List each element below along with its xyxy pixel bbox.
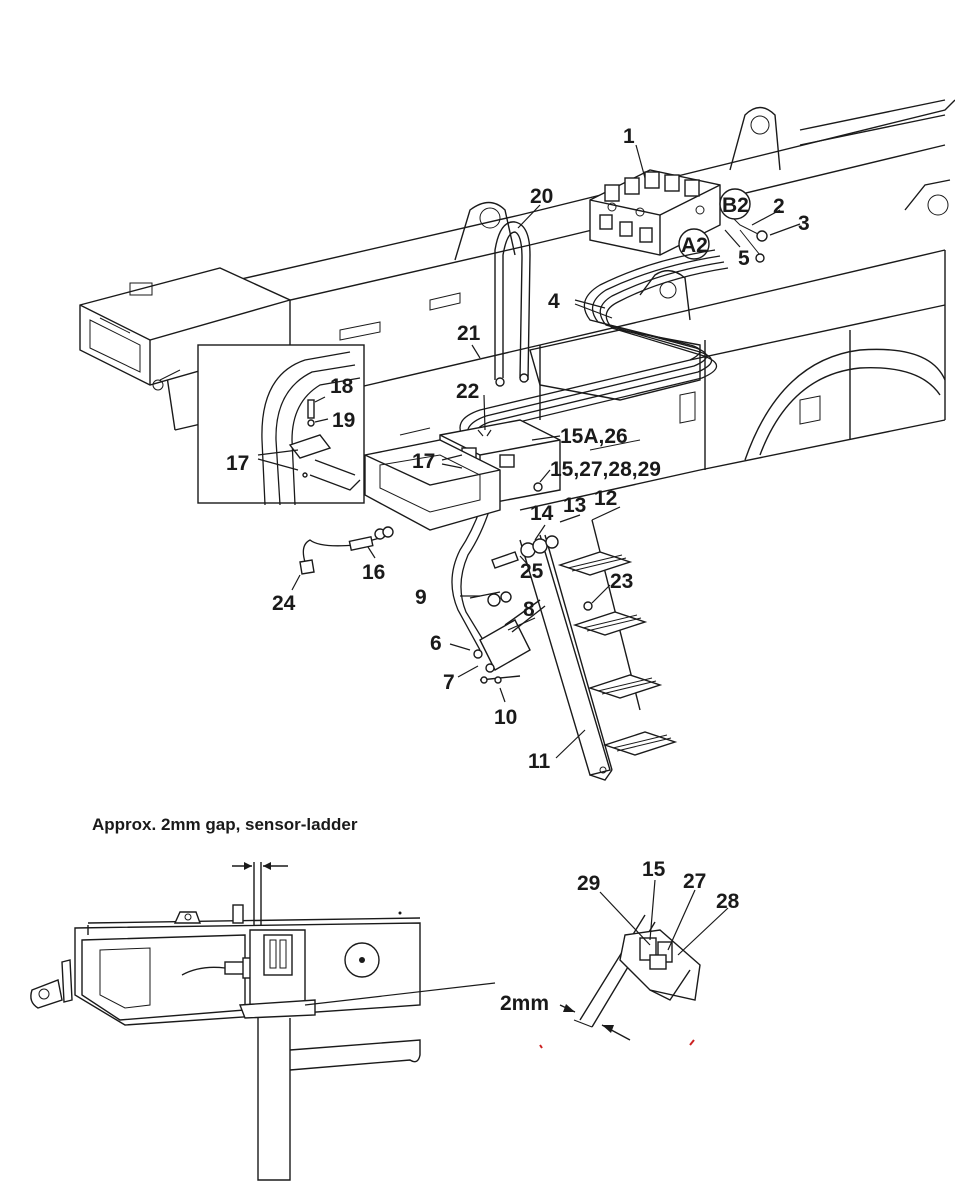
- callout-15-27-28-29: 15,27,28,29: [550, 458, 661, 481]
- detail-gap-label: 2mm: [500, 992, 549, 1015]
- callout-20: 20: [530, 185, 553, 208]
- callout-15a-26: 15A,26: [560, 425, 628, 448]
- callout-13: 13: [563, 494, 586, 517]
- detail-callout-29: 29: [577, 872, 600, 895]
- callout-10: 10: [494, 706, 517, 729]
- callout-7: 7: [443, 671, 455, 694]
- ladder-cylinder: [469, 591, 546, 684]
- callout-21: 21: [457, 322, 481, 345]
- detail-callout-27: 27: [683, 870, 706, 893]
- step-box: [364, 439, 501, 531]
- callout-22: 22: [456, 380, 479, 403]
- detail-caption: Approx. 2mm gap, sensor-ladder: [92, 815, 358, 834]
- callout-5: 5: [738, 247, 750, 270]
- gap-detail-side-view: [539, 879, 729, 1049]
- side-view-labels: 29 15 27 28 2mm: [500, 858, 740, 1015]
- callout-17-main: 17: [412, 450, 435, 473]
- callout-11: 11: [528, 750, 551, 773]
- inset-detail-box: [197, 344, 365, 506]
- callout-18: 18: [330, 375, 354, 398]
- callout-9: 9: [415, 586, 427, 609]
- callout-6: 6: [430, 632, 442, 655]
- port-a2-label: A2: [681, 234, 708, 257]
- callout-24: 24: [272, 592, 296, 615]
- callout-2: 2: [773, 195, 785, 218]
- sensor-cable: [299, 526, 394, 575]
- ladder: [491, 519, 678, 781]
- callout-16: 16: [362, 561, 385, 584]
- callout-4: 4: [548, 290, 560, 313]
- port-b2-label: B2: [722, 194, 749, 217]
- callout-25: 25: [520, 560, 544, 583]
- callout-12: 12: [594, 487, 617, 510]
- callout-1: 1: [623, 125, 635, 148]
- callout-14: 14: [530, 502, 554, 525]
- detail-callout-15: 15: [642, 858, 666, 881]
- port-labels: B2 A2: [678, 188, 751, 260]
- callout-23: 23: [610, 570, 633, 593]
- leader-lines: [257, 144, 801, 759]
- callout-3: 3: [798, 212, 810, 235]
- gap-detail-front-view: [30, 862, 496, 1181]
- grab-handle: [494, 221, 531, 387]
- callout-17-inset: 17: [226, 452, 249, 475]
- detail-callout-28: 28: [716, 890, 740, 913]
- callout-8: 8: [523, 598, 535, 621]
- callout-19: 19: [332, 409, 355, 432]
- callout-labels: 1 2 3 4 5 6 7 8 9 10 11 12 13 14 15,27,2…: [226, 125, 810, 773]
